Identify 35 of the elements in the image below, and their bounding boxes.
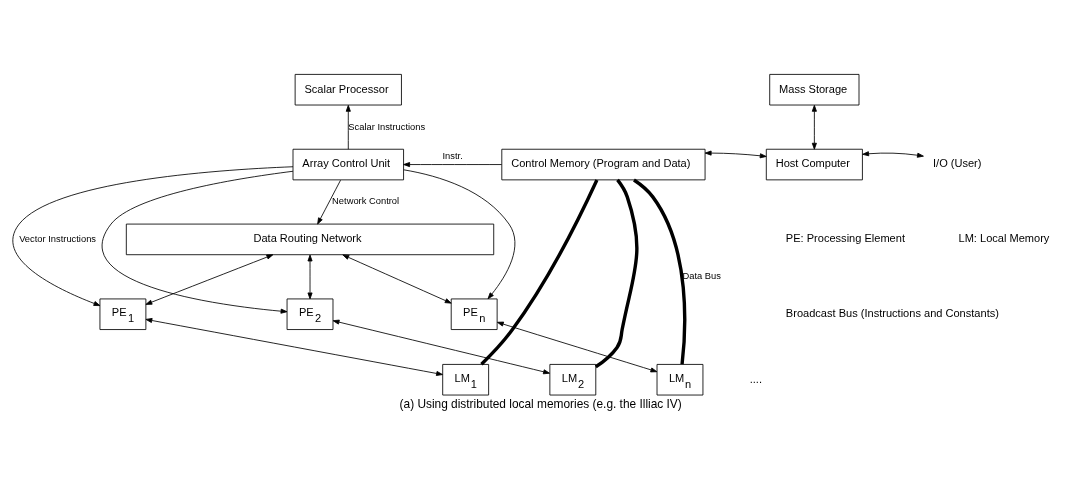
label: Broadcast Bus (Instructions and Constants) — [785, 307, 999, 320]
edge-label: Scalar Instructions — [348, 121, 426, 132]
arrow — [317, 179, 341, 225]
node-box: Array Control Unit — [292, 148, 404, 181]
arrow — [307, 254, 313, 300]
connector — [480, 179, 599, 366]
connector — [594, 178, 639, 369]
arrow — [403, 162, 503, 168]
edge-label: Network Control — [332, 196, 400, 207]
edge-label: Data Bus — [682, 271, 721, 282]
node-box: Data Routing Network — [125, 223, 495, 256]
arrow — [145, 318, 443, 376]
node-box: Host Computer — [765, 148, 863, 181]
arrow — [102, 170, 294, 314]
arrow — [12, 166, 294, 307]
connector — [633, 178, 687, 365]
node-box: Scalar Processor — [294, 73, 402, 106]
node-text: I/O (User) — [933, 157, 982, 170]
edge-label: Vector Instructions — [19, 233, 97, 244]
arrow — [496, 321, 658, 373]
arrow — [345, 104, 351, 150]
label: .... — [749, 372, 763, 385]
caption: (a) Using distributed local memories (e.g. the Illiac IV) — [399, 396, 682, 411]
arrow — [862, 151, 924, 158]
label: PE: Processing Element — [785, 232, 905, 245]
label: LM: Local Memory — [958, 232, 1050, 245]
arrow — [811, 104, 817, 150]
arrow — [332, 319, 550, 375]
arrow — [704, 150, 767, 159]
arrow — [342, 254, 452, 304]
edge-label: Instr. — [442, 151, 463, 162]
arrow — [403, 169, 516, 300]
node-box: Mass Storage — [769, 73, 860, 106]
arrow — [145, 254, 274, 305]
node-box: Control Memory (Program and Data) — [501, 148, 706, 181]
